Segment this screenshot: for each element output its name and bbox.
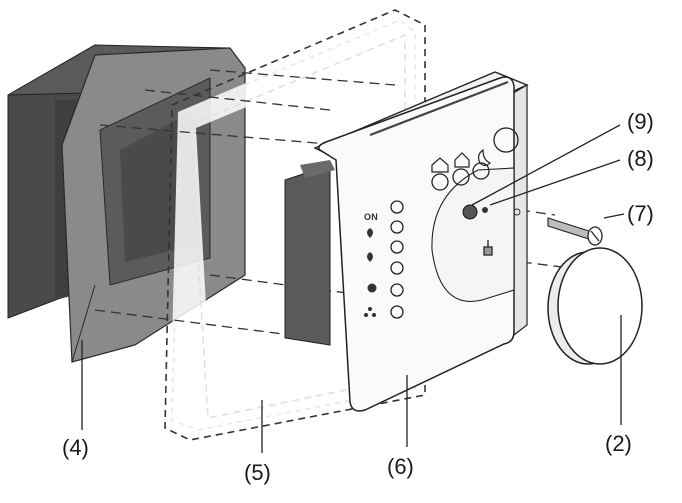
status-led [462,204,478,220]
screw-hole [513,208,521,216]
label-dot: (8) [627,146,654,171]
locking-screw [547,217,603,246]
setpoint-knob [547,247,643,365]
label-box: (4) [62,435,89,460]
fan-speed-leds [390,200,404,319]
label-knob: (2) [605,431,632,456]
label-screw: (7) [627,201,654,226]
setpoint-dot [482,207,488,213]
on-label: ON [364,212,379,222]
label-frame: (5) [244,460,271,485]
fixing-screw-in-insert [483,240,493,256]
electronic-insert [284,71,529,412]
mounting-plate [61,47,246,363]
label-led: (9) [627,109,654,134]
speed-icons [364,228,377,317]
label-insert: (6) [387,454,414,479]
leader-lines [81,124,625,453]
mode-buttons [431,127,519,191]
mode-icons [431,148,492,173]
